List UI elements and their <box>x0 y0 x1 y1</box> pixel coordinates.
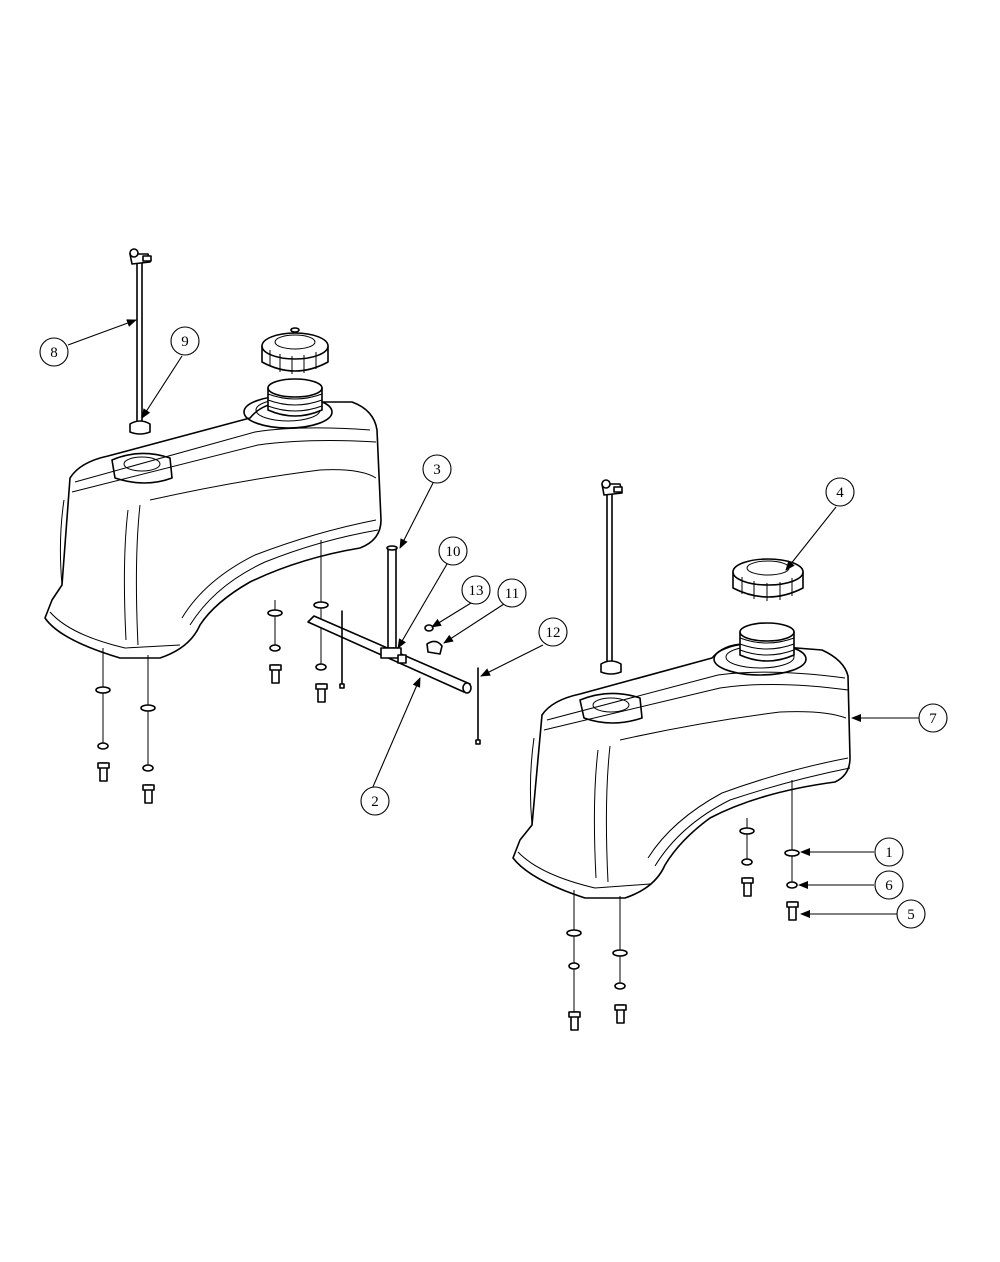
right-fuel-cap <box>732 558 804 601</box>
right-tank-hardware <box>566 780 800 1031</box>
balloon-7-label: 7 <box>929 711 937 727</box>
balloon-7[interactable]: 7 <box>918 703 948 733</box>
balloon-13-label: 13 <box>469 583 484 599</box>
balloon-12[interactable]: 12 <box>538 617 568 647</box>
right-filler-neck <box>739 622 795 662</box>
balloon-4-label: 4 <box>836 485 844 501</box>
balloon-3[interactable]: 3 <box>422 454 452 484</box>
left-tank-hardware <box>95 540 329 804</box>
right-fuel-pickup-tube <box>601 479 623 663</box>
right-fuel-tank <box>512 642 851 899</box>
item-balloons: 8 9 3 10 13 11 12 2 <box>39 326 948 929</box>
balloon-3-label: 3 <box>433 462 441 478</box>
balloon-9-label: 9 <box>181 334 189 350</box>
balloon-11-label: 11 <box>505 586 519 602</box>
right-grommet <box>600 660 622 675</box>
balloon-13[interactable]: 13 <box>461 575 491 605</box>
balloon-4[interactable]: 4 <box>825 477 855 507</box>
balloon-10[interactable]: 10 <box>438 536 468 566</box>
balloon-5-label: 5 <box>907 907 915 923</box>
balloon-2[interactable]: 2 <box>360 786 390 816</box>
balloon-9[interactable]: 9 <box>170 326 200 356</box>
balloon-5[interactable]: 5 <box>896 899 926 929</box>
balloon-6-label: 6 <box>885 878 893 894</box>
balloon-2-label: 2 <box>371 794 379 810</box>
balloon-1[interactable]: 1 <box>874 837 904 867</box>
left-filler-neck <box>267 378 323 417</box>
balloon-6[interactable]: 6 <box>874 870 904 900</box>
balloon-1-label: 1 <box>885 845 893 861</box>
balloon-10-label: 10 <box>446 544 461 560</box>
left-fuel-tank <box>44 395 382 659</box>
left-fuel-cap <box>261 327 329 374</box>
left-grommet <box>129 420 151 435</box>
left-fuel-pickup-tube <box>129 248 152 423</box>
balloon-8[interactable]: 8 <box>39 337 69 367</box>
leader-lines <box>67 319 919 918</box>
balloon-12-label: 12 <box>546 625 561 641</box>
fuel-line-assembly <box>307 545 481 745</box>
balloon-8-label: 8 <box>50 345 58 361</box>
balloon-11[interactable]: 11 <box>497 578 527 608</box>
